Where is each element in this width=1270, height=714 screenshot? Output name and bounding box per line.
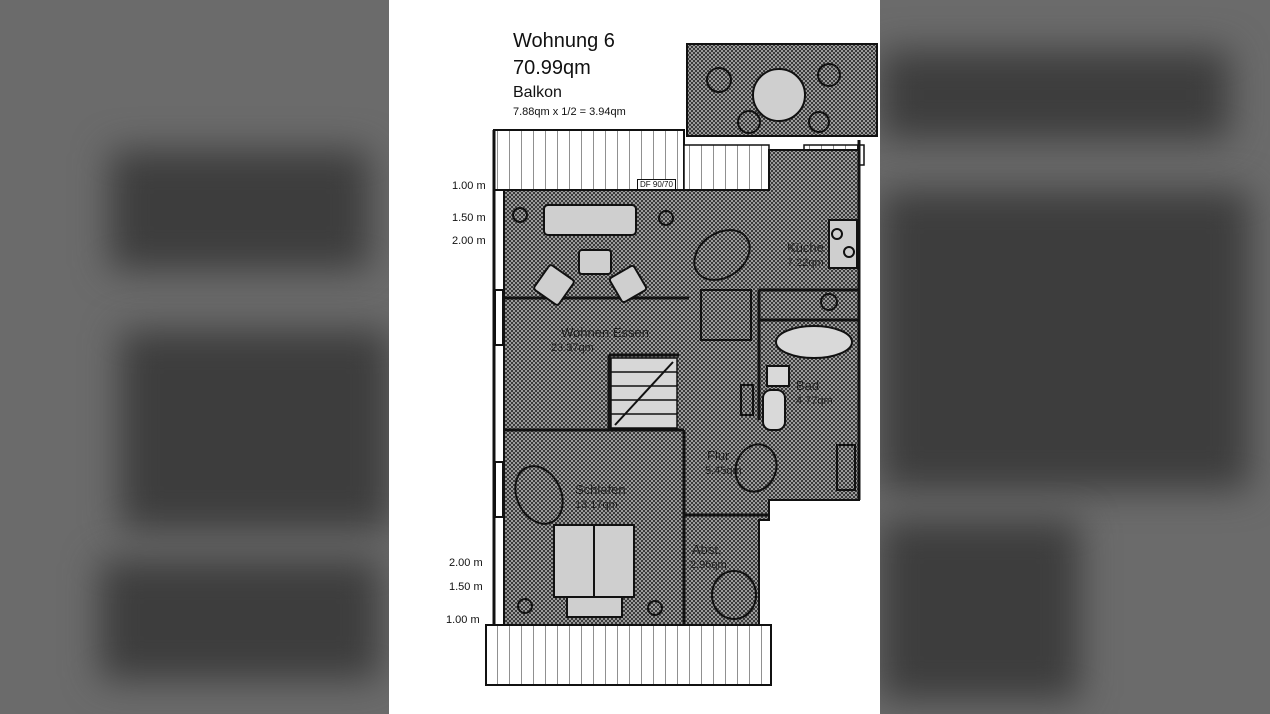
- room-label-kitchen: Küche: [787, 240, 824, 255]
- room-area-hall: 5.45qm: [705, 465, 742, 477]
- balcony-table: [706, 63, 841, 134]
- total-area: 70.99qm: [513, 57, 591, 79]
- room-label-living: Wohnen Essen: [561, 325, 649, 340]
- room-area-storage: 2.96qm: [690, 559, 727, 571]
- room-area-kitchen: 7.22qm: [787, 257, 824, 269]
- dimension-bottom-1: 2.00 m: [449, 557, 483, 569]
- living-room-furniture: [512, 204, 674, 306]
- room-area-living: 23.37qm: [551, 342, 594, 354]
- room-area-bedroom: 13.17qm: [575, 499, 618, 511]
- dimension-top-1: 1.00 m: [452, 180, 486, 192]
- dimension-bottom-2: 1.50 m: [449, 581, 483, 593]
- staircase: [610, 357, 678, 429]
- hall-fixtures: [711, 384, 778, 620]
- roof-slope-bottom: [485, 624, 772, 686]
- dimension-bottom-3: 1.00 m: [446, 614, 480, 626]
- bath-fixtures: [762, 325, 856, 491]
- floor-plan-drawing: [485, 43, 878, 686]
- dimension-top-3: 2.00 m: [452, 235, 486, 247]
- bedroom-furniture: [514, 465, 663, 618]
- unit-title: Wohnung 6: [513, 30, 615, 52]
- blurred-background-right: [880, 0, 1270, 714]
- kitchen-fixtures: [693, 219, 858, 341]
- blurred-background-left: [0, 0, 389, 714]
- room-label-bath: Bad: [796, 378, 820, 393]
- room-area-bath: 4.77qm: [796, 395, 833, 407]
- room-label-storage: Abst.: [692, 542, 722, 557]
- balcony-area-calc: 7.88qm x 1/2 = 3.94qm: [513, 106, 626, 118]
- floor-plan-sheet: Wohnung 6 70.99qm Balkon 7.88qm x 1/2 = …: [389, 0, 880, 714]
- roof-window-stamp: DF 90/70: [637, 179, 676, 190]
- room-label-hall: Flur: [707, 448, 730, 463]
- dimension-top-2: 1.50 m: [452, 212, 486, 224]
- balcony-label: Balkon: [513, 84, 562, 101]
- room-label-bedroom: Schlafen: [575, 482, 626, 497]
